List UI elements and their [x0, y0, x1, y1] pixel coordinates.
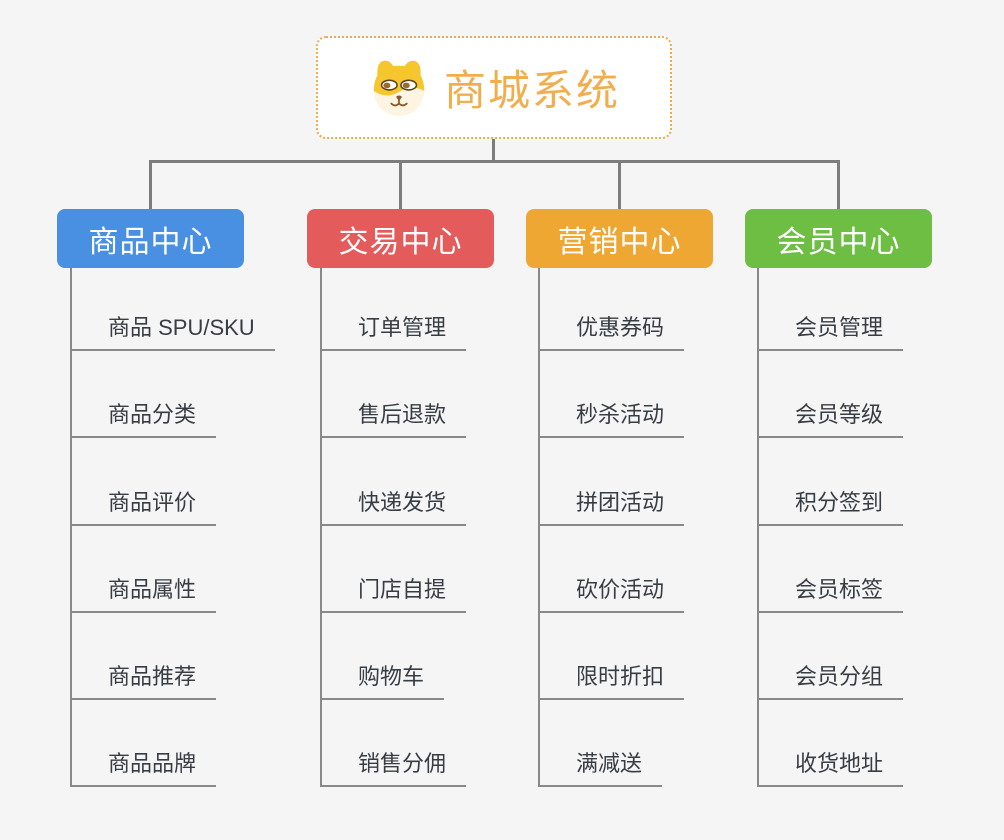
sub-node-label: 售后退款 — [358, 402, 447, 428]
horizontal-connector — [149, 160, 840, 163]
sub-node-label: 优惠券码 — [576, 315, 665, 340]
sub-node[interactable]: 商品推荐 — [72, 613, 217, 701]
branch-column-member: 会员管理 会员等级 积分签到 会员标签 会员分组 收货地址 — [757, 268, 904, 788]
sub-node-label: 购物车 — [358, 664, 425, 690]
branch-node-product[interactable]: 商品中心 — [57, 209, 244, 268]
branch-node-marketing[interactable]: 营销中心 — [526, 209, 713, 268]
sub-node[interactable]: 会员标签 — [759, 526, 904, 613]
branch-column-trade: 订单管理 售后退款 快递发货 门店自提 购物车 销售分佣 — [320, 268, 467, 788]
sub-node-label: 满减送 — [576, 751, 643, 777]
branch-stem — [837, 160, 840, 210]
sub-node[interactable]: 积分签到 — [759, 438, 904, 526]
sub-node-label: 会员管理 — [795, 315, 884, 340]
sub-node-label: 砍价活动 — [576, 576, 665, 602]
sub-node-label: 会员分组 — [795, 664, 884, 690]
branch-column-product: 商品 SPU/SKU 商品分类 商品评价 商品属性 商品推荐 商品品牌 — [70, 268, 275, 788]
sub-node-label: 商品属性 — [108, 576, 197, 602]
branch-node-member[interactable]: 会员中心 — [745, 209, 932, 268]
sub-node[interactable]: 会员等级 — [759, 351, 904, 439]
sub-node-label: 快递发货 — [358, 489, 447, 515]
sub-node[interactable]: 商品分类 — [72, 351, 217, 439]
sub-node-label: 会员标签 — [795, 576, 884, 602]
sub-node[interactable]: 销售分佣 — [322, 700, 467, 788]
sub-node-label: 订单管理 — [358, 315, 447, 340]
sub-node-label: 商品分类 — [108, 402, 197, 428]
sub-node[interactable]: 门店自提 — [322, 526, 467, 613]
sub-node[interactable]: 砍价活动 — [540, 526, 685, 613]
sub-node[interactable]: 收货地址 — [759, 700, 904, 788]
sub-node-label: 门店自提 — [358, 576, 447, 602]
sub-node-label: 拼团活动 — [576, 489, 665, 515]
sub-node-label: 销售分佣 — [358, 751, 447, 777]
sub-node[interactable]: 秒杀活动 — [540, 351, 685, 439]
sub-node[interactable]: 订单管理 — [322, 268, 467, 351]
root-stem-connector — [492, 139, 495, 163]
root-node[interactable]: 商城系统 — [316, 36, 672, 139]
sub-node-label: 收货地址 — [795, 751, 884, 777]
branch-column-marketing: 优惠券码 秒杀活动 拼团活动 砍价活动 限时折扣 满减送 — [538, 268, 685, 788]
branch-stem — [149, 160, 152, 210]
dog-face-icon — [373, 60, 425, 116]
branch-stem — [399, 160, 402, 210]
branch-stem — [618, 160, 621, 210]
sub-node[interactable]: 售后退款 — [322, 351, 467, 439]
sub-node[interactable]: 商品品牌 — [72, 700, 217, 788]
sub-node-label: 秒杀活动 — [576, 402, 665, 428]
sub-node[interactable]: 商品评价 — [72, 438, 217, 526]
sub-node[interactable]: 商品 SPU/SKU — [72, 268, 275, 351]
sub-node-label: 商品品牌 — [108, 751, 197, 777]
sub-node[interactable]: 限时折扣 — [540, 613, 685, 701]
sub-node[interactable]: 满减送 — [540, 700, 663, 788]
sub-node-label: 商品评价 — [108, 489, 197, 515]
sub-node-label: 积分签到 — [795, 489, 884, 515]
sub-node[interactable]: 会员分组 — [759, 613, 904, 701]
root-title: 商城系统 — [443, 67, 620, 114]
branch-node-trade[interactable]: 交易中心 — [307, 209, 494, 268]
sub-node-label: 商品 SPU/SKU — [108, 315, 255, 340]
sub-node[interactable]: 快递发货 — [322, 438, 467, 526]
sub-node[interactable]: 拼团活动 — [540, 438, 685, 526]
sub-node-label: 会员等级 — [795, 402, 884, 428]
sub-node[interactable]: 购物车 — [322, 613, 445, 701]
sub-node-label: 商品推荐 — [108, 664, 197, 690]
sub-node[interactable]: 商品属性 — [72, 526, 217, 613]
sub-node[interactable]: 优惠券码 — [540, 268, 685, 351]
sub-node-label: 限时折扣 — [576, 664, 665, 690]
sub-node[interactable]: 会员管理 — [759, 268, 904, 351]
